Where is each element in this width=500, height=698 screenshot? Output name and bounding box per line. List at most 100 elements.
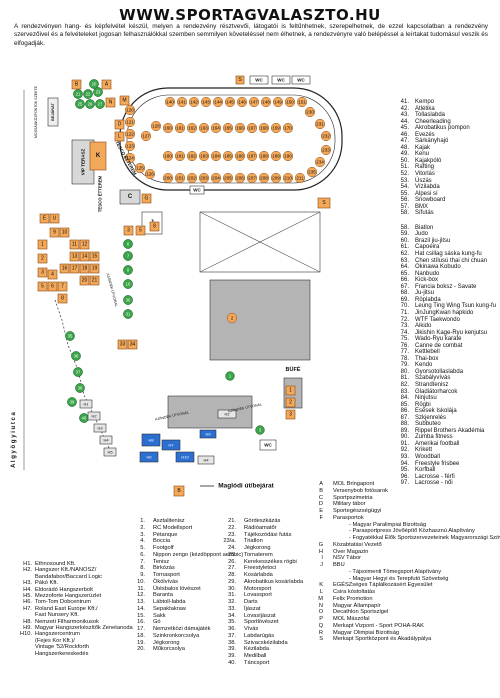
list-number: 59. xyxy=(400,231,409,238)
list-label: Subbuteo xyxy=(415,421,441,428)
spot-number: 232 xyxy=(322,134,330,139)
list-label: Műkorcsolya xyxy=(153,646,185,653)
spot-number: 202 xyxy=(188,176,196,181)
spot-number: 167 xyxy=(248,126,256,131)
spot-marker xyxy=(234,122,246,134)
spot-marker xyxy=(79,251,90,262)
h-block xyxy=(141,433,161,447)
spot-marker xyxy=(124,116,136,128)
list-label: Jégkorong xyxy=(244,545,271,551)
spot-marker xyxy=(144,168,156,180)
spot-marker xyxy=(314,156,326,168)
spot-marker xyxy=(200,96,212,108)
intro-text: A rendezvényen hang- és képfelvétel kész… xyxy=(14,23,488,47)
spot-marker xyxy=(235,75,245,85)
sport-list-item: 85.Rögbi xyxy=(394,402,496,409)
list-label: Versenybob fotósarok xyxy=(333,487,389,494)
sport-list-item: 16.Gó xyxy=(132,619,243,626)
h-marker xyxy=(99,435,113,445)
sport-list-item: 58.Sífutás xyxy=(394,210,496,217)
list-label: Merkapt Sportközpont és Akadálypálya xyxy=(333,636,432,643)
spot-number: 201 xyxy=(176,176,184,181)
spot-number: 8 xyxy=(61,296,64,302)
list-number: 88. xyxy=(400,421,409,428)
spot-number: 34 xyxy=(130,342,136,348)
list-number: S xyxy=(319,636,323,643)
spot-marker xyxy=(69,239,80,250)
spot-number: 25 xyxy=(78,102,83,107)
sport-list-item: 5.Footgolf xyxy=(132,545,243,552)
spot-marker xyxy=(176,96,188,108)
spot-marker xyxy=(246,150,258,162)
list-number: 40. xyxy=(228,659,236,666)
list-number: P xyxy=(319,616,323,622)
list-label: Tom-Tom Dobcentrum xyxy=(35,599,91,606)
list-label: Kerekesszékes rögbi xyxy=(244,558,297,565)
spot-marker xyxy=(296,96,308,108)
spot-marker xyxy=(234,150,246,162)
h-label: H3 xyxy=(97,426,103,431)
spot-number: 18 xyxy=(82,266,88,272)
site-url[interactable]: WWW.SPORTAGVALASZTO.HU xyxy=(119,6,381,24)
list-number: I xyxy=(321,555,323,562)
spot-number: 181 xyxy=(176,154,184,159)
list-number: F xyxy=(319,514,323,521)
list-label: Hat csillag sáska kung-fu xyxy=(415,251,482,258)
sport-list-item: 89.Rippel Brothers Akadémia xyxy=(394,428,496,435)
sport-list-item: 82.Strandtenisz xyxy=(394,382,496,389)
sport-list-item: 30.Motorsport xyxy=(223,586,303,593)
tree-spot xyxy=(75,99,85,109)
sport-list-item: 1.Asztalitenisz xyxy=(132,518,243,525)
spot-number: 204 xyxy=(212,176,220,181)
list-number: 1. xyxy=(140,518,145,524)
spot-number: 205 xyxy=(224,176,232,181)
sport-list-item: 14.Sepaktakraw xyxy=(132,606,243,613)
list-number: 68. xyxy=(400,290,409,297)
spot-number: 4 xyxy=(51,272,54,278)
list-number: 34. xyxy=(228,612,236,619)
list-label: BBU xyxy=(333,562,345,568)
list-label: Cheerleading xyxy=(415,118,451,125)
spot-number: 143 xyxy=(202,100,210,105)
spot-marker xyxy=(59,227,70,238)
spot-number: 40 xyxy=(82,416,87,421)
list-number: 6. xyxy=(140,551,145,558)
sport-list-item: 13.Lábtoll-labda xyxy=(132,599,243,606)
list-number: 38. xyxy=(228,639,236,646)
h-label: H6 xyxy=(146,455,152,460)
list-number: H4. xyxy=(23,586,32,593)
spot-number: 1 xyxy=(289,388,292,394)
wc-box xyxy=(259,439,277,451)
spot-marker xyxy=(59,263,70,274)
list-number: 74. xyxy=(400,329,409,336)
sport-list-item: 60.Brazil jiu-jitsu xyxy=(394,238,496,245)
sport-list-item: 74.Jikishin Kage-Ryu kenjutsu xyxy=(394,330,496,337)
vendor-list-item: H9.Magyar Hangszerkészítők Zenetanoda xyxy=(6,625,133,631)
tree-spot xyxy=(89,79,99,89)
spot-number: 37 xyxy=(76,370,81,375)
list-label: Kettlebell xyxy=(415,349,440,356)
sport-list-item: 37.Labdarúgás xyxy=(223,633,303,640)
running-track-inner xyxy=(126,94,336,184)
sport-list-item: 61.Capoeira xyxy=(394,244,496,251)
vendor-list-item: H2.Hangszer Kft./NANOSZ/ xyxy=(6,567,133,573)
sport-list-item: 6.Nippon zengo (kézdöppont aerobic) xyxy=(132,552,243,559)
sport-list-item: 63.Chen stílusú thai chi chuan xyxy=(394,258,496,265)
list-number: 77. xyxy=(400,349,409,356)
spot-marker xyxy=(304,106,316,118)
sport-list-item: 86.Esések Iskolája xyxy=(394,408,496,415)
spot-marker xyxy=(188,96,200,108)
spot-marker xyxy=(246,172,258,184)
spot-marker xyxy=(37,281,48,292)
list-label: Ninjutsu xyxy=(415,395,437,402)
list-number: 87. xyxy=(400,414,409,421)
spot-number: 15 xyxy=(92,254,98,260)
sport-list-item: 23.Tájékozódási futás xyxy=(223,532,303,539)
sport-list-item: 19.Jégkorong xyxy=(132,640,243,647)
list-label: Kenu xyxy=(415,151,430,158)
list-label: Darts xyxy=(244,599,258,605)
spot-marker xyxy=(124,140,136,152)
